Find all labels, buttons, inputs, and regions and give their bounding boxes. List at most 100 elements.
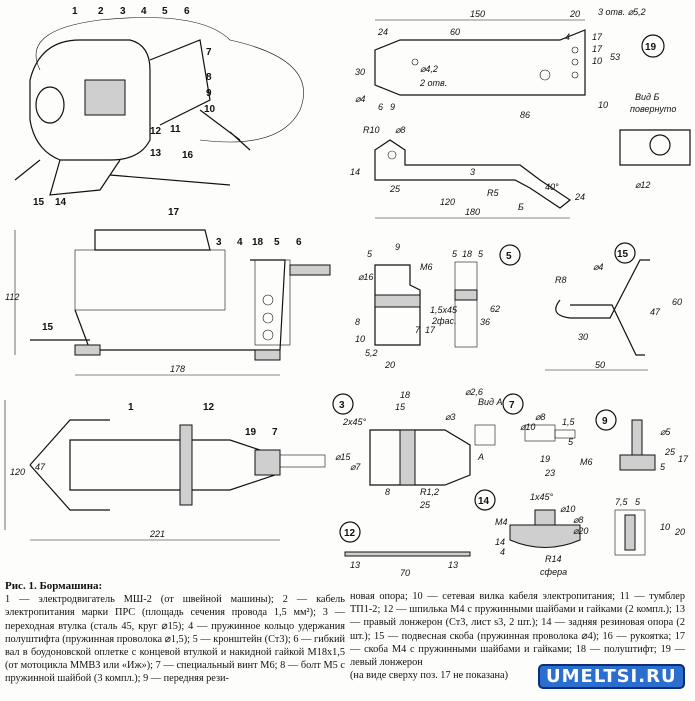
dimension-label: сфера xyxy=(540,567,567,577)
dimension-label: M6 xyxy=(580,457,593,467)
part-callout-label: 1 xyxy=(128,402,134,413)
dimension-label: 5 xyxy=(367,249,373,259)
dimension-label: 7 xyxy=(415,325,421,335)
dimension-label: повернуто xyxy=(630,104,676,114)
dimension-label: 60 xyxy=(672,297,682,307)
part-callout-label: 1 xyxy=(72,6,78,17)
part-callout-label: 14 xyxy=(478,496,490,507)
dimension-label: 1,5x45 xyxy=(430,305,458,315)
dimension-label: 120 xyxy=(10,467,25,477)
dimension-label: 10 xyxy=(355,334,365,344)
figure-caption-continued: новая опора; 10 — сетевая вилка кабеля э… xyxy=(350,590,685,682)
dimension-label: 62 xyxy=(490,304,500,314)
dimension-label: 9 xyxy=(390,102,395,112)
part-13-drawing: R10 ⌀8 14 25 3 120 R5 40° 180 24 Б ⌀12 xyxy=(350,125,650,219)
part-callout-label: 15 xyxy=(617,249,629,260)
part-callout-label: 7 xyxy=(206,47,212,58)
dimension-label: ⌀7 xyxy=(350,462,361,472)
assembly-view: 1 2 3 4 5 6 7 8 9 10 11 12 13 14 15 16 xyxy=(14,6,304,208)
part-callout-label: 5 xyxy=(162,6,168,17)
dimension-label: 15 xyxy=(395,402,406,412)
part-callout-label: 7 xyxy=(272,427,278,438)
part-callout-label: 15 xyxy=(33,197,45,208)
part-5-drawing: 5 9 M6 ⌀16 8 10 5,2 20 7 17 36 62 1,5x45… xyxy=(355,242,521,370)
dimension-label: R10 xyxy=(363,125,380,135)
dimension-label: 13 xyxy=(448,560,458,570)
part-3-drawing: 3 18 15 2x45° ⌀2,6 ⌀3 Вид А ⌀15 ⌀7 8 25 … xyxy=(332,387,503,510)
dimension-label: 5 xyxy=(568,437,574,447)
dimension-label: ⌀8 xyxy=(535,412,545,422)
dimension-label: 17 xyxy=(678,454,689,464)
dimension-label: 13 xyxy=(350,560,360,570)
dimension-label: 180 xyxy=(465,207,480,217)
part-callout-label: 5 xyxy=(506,251,512,262)
watermark-logo: UMELTSI.RU xyxy=(538,664,685,689)
dimension-label: 17 xyxy=(425,325,436,335)
part-14-drawing: 14 1x45° ⌀10 ⌀8 ⌀20 M4 14 4 R14 сфера xyxy=(474,489,588,577)
assembly-callouts: 1 2 3 4 5 6 7 8 9 10 11 12 13 14 15 16 xyxy=(33,6,216,208)
dimension-label: ⌀4 xyxy=(355,94,365,104)
part-callout-label: 3 xyxy=(216,237,222,248)
dimension-label: 20 xyxy=(569,9,580,19)
dimension-label: 30 xyxy=(578,332,588,342)
part-callout-label: 14 xyxy=(55,197,67,208)
dimension-label: 5 xyxy=(452,249,458,259)
dimension-label: 2фас. xyxy=(431,316,457,326)
dimension-label: 19 xyxy=(540,454,550,464)
part-19-drawing: 150 24 60 20 3 отв. ⌀5,2 30 ⌀4,2 2 отв. … xyxy=(355,7,691,166)
part-callout-label: 11 xyxy=(170,124,181,135)
dimension-label: 20 xyxy=(674,527,685,537)
dimension-label: R8 xyxy=(555,275,567,285)
part-11-drawing: 7,5 5 10 20 xyxy=(614,497,685,556)
dimension-label: 25 xyxy=(419,500,431,510)
dimension-label: 86 xyxy=(520,110,530,120)
dimension-label: 112 xyxy=(5,292,19,302)
part-callout-label: 15 xyxy=(42,322,54,333)
part-callout-label: 16 xyxy=(182,150,194,161)
dimension-label: M6 xyxy=(420,262,433,272)
dimension-label: 178 xyxy=(170,364,185,374)
part-callout-label: 8 xyxy=(206,72,212,83)
caption-text-right: новая опора; 10 — сетевая вилка кабеля э… xyxy=(350,591,685,669)
part-9-drawing: 9 ⌀5 25 17 5 xyxy=(595,409,689,472)
dimension-label: 2 отв. xyxy=(419,78,447,88)
dimension-label: 40° xyxy=(545,182,559,192)
part-callout-label: 19 xyxy=(645,42,657,53)
part-callout-label: 10 xyxy=(204,104,216,115)
dimension-label: R1,2 xyxy=(420,487,439,497)
part-callout-label: 4 xyxy=(237,237,243,248)
dimension-label: ⌀12 xyxy=(635,180,650,190)
dimension-label: 8 xyxy=(385,487,390,497)
dimension-label: 5 xyxy=(635,497,641,507)
dimension-label: 10 xyxy=(660,522,670,532)
part-7-drawing: 7 ⌀10 ⌀8 1,5 5 19 23 M6 xyxy=(502,393,593,478)
dimension-label: ⌀2,6 xyxy=(465,387,483,397)
dimension-label: 17 xyxy=(592,32,603,42)
part-callout-label: 3 xyxy=(120,6,126,17)
dimension-label: 23 xyxy=(544,468,555,478)
dimension-label: ⌀4,2 xyxy=(420,64,438,74)
dimension-label: ⌀5 xyxy=(660,427,671,437)
dimension-label: 5,2 xyxy=(365,348,378,358)
dimension-label: 36 xyxy=(480,317,490,327)
dimension-label: 3 xyxy=(470,167,475,177)
dimension-label: ⌀3 xyxy=(445,412,455,422)
dimension-label: ⌀15 xyxy=(335,452,351,462)
part-callout-label: 6 xyxy=(296,237,302,248)
part-callout-label: 13 xyxy=(150,148,162,159)
dimension-label: 70 xyxy=(400,568,410,578)
dimension-label: 9 xyxy=(395,242,400,252)
dimension-label: ⌀8 xyxy=(573,515,583,525)
dimension-label: 120 xyxy=(440,197,455,207)
figure-caption: Рис. 1. Бормашина: 1 — электродвигатель … xyxy=(5,580,345,686)
dimension-label: 25 xyxy=(389,184,401,194)
dimension-label: 150 xyxy=(470,9,485,19)
part-callout-label: 12 xyxy=(150,126,162,137)
dimension-label: Б xyxy=(518,202,524,212)
part-callout-label: 7 xyxy=(509,400,515,411)
dimension-label: 47 xyxy=(650,307,661,317)
dimension-label: 18 xyxy=(462,249,472,259)
dimension-label: 10 xyxy=(592,56,602,66)
dimension-label: 47 xyxy=(35,462,46,472)
dimension-label: 30 xyxy=(355,67,365,77)
